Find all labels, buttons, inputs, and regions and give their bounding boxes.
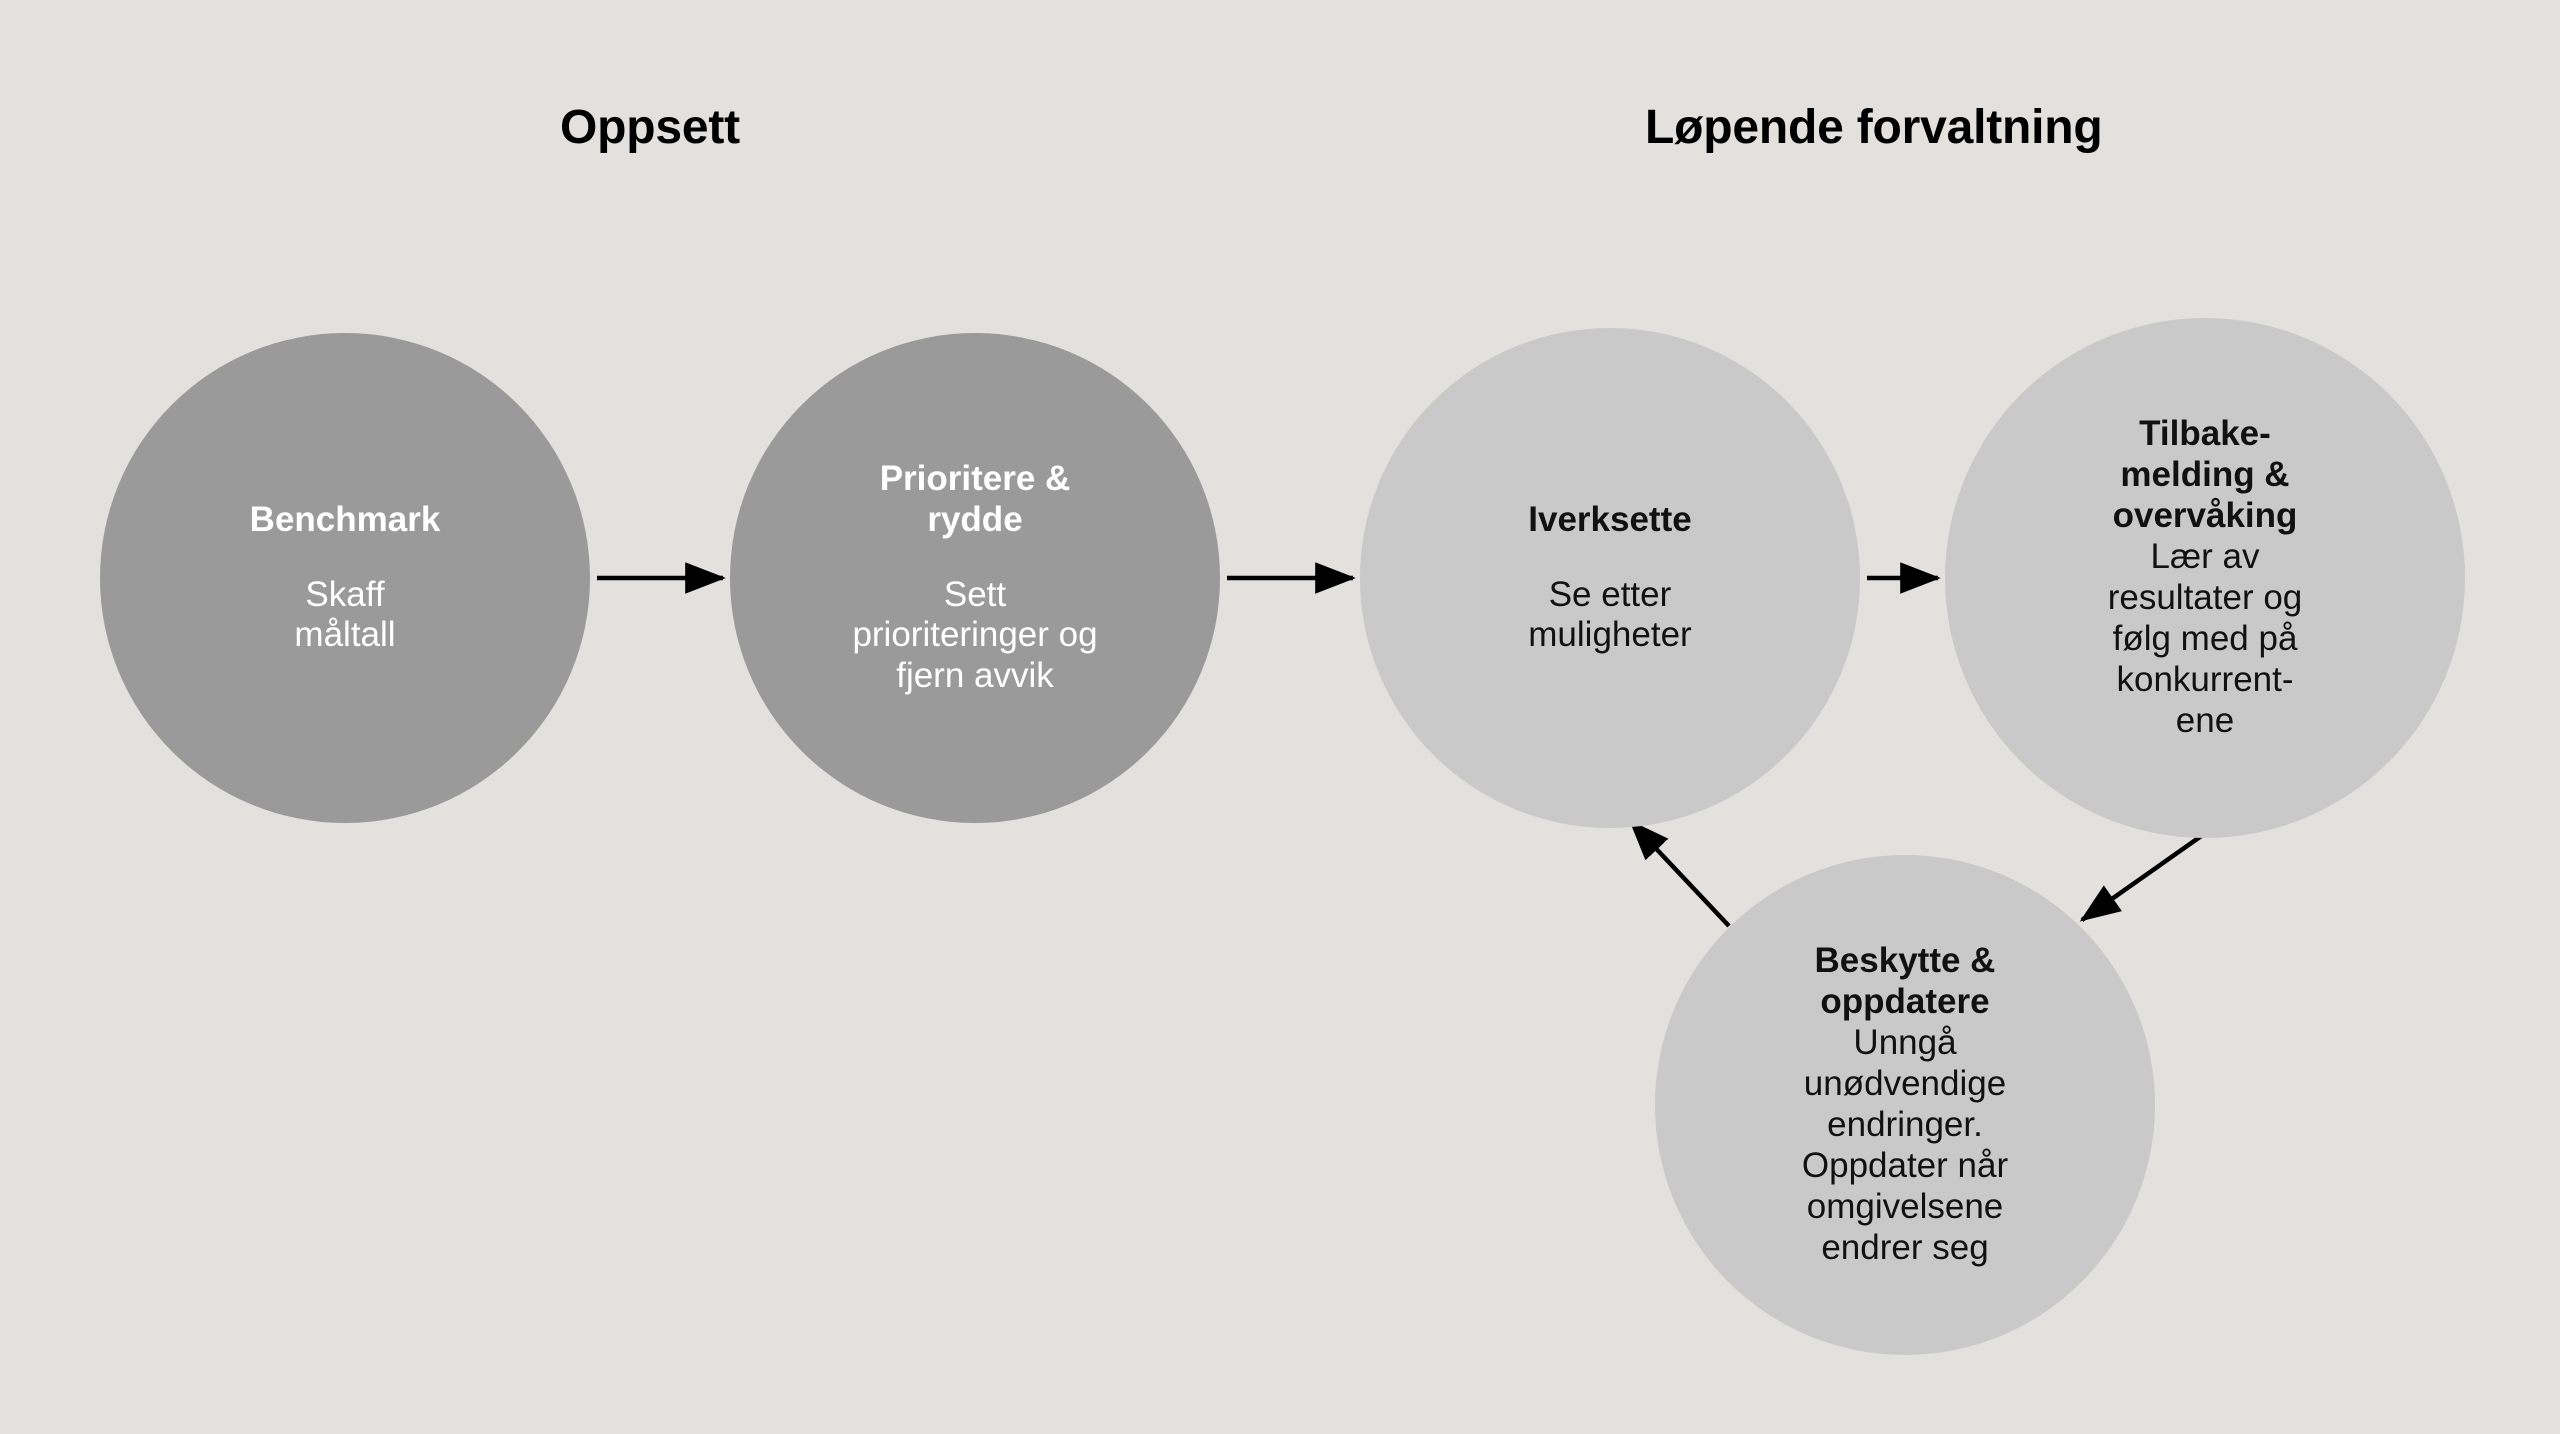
node-tilbakemelding[interactable]: Tilbake- melding & overvåking Lær av res… — [1945, 318, 2465, 838]
node-benchmark-description: Skaff måltall — [294, 574, 396, 655]
node-prioritere-title: Prioritere & rydde — [879, 458, 1071, 539]
phase-title-setup: Oppsett — [560, 101, 740, 154]
node-beskytte-title: Beskytte & oppdatere — [1814, 941, 1996, 1022]
node-tilbakemelding-description: Lær av resultater og følg med på konkurr… — [2107, 537, 2303, 740]
node-tilbakemelding-title: Tilbake- melding & overvåking — [2112, 414, 2298, 536]
node-beskytte[interactable]: Beskytte & oppdatere Unngå unødvendige e… — [1655, 855, 2155, 1355]
node-iverksette[interactable]: Iverksette Se etter muligheter — [1360, 328, 1860, 828]
node-prioritere[interactable]: Prioritere & rydde Sett prioriteringer o… — [730, 333, 1220, 823]
node-benchmark[interactable]: Benchmark Skaff måltall — [100, 333, 590, 823]
node-benchmark-title: Benchmark — [249, 499, 441, 539]
node-beskytte-description: Unngå unødvendige endringer. Oppdater nå… — [1801, 1023, 2009, 1267]
phase-title-ongoing: Løpende forvaltning — [1645, 101, 2103, 154]
arrow-beskytte-to-iverksette — [1629, 820, 1731, 928]
node-iverksette-title: Iverksette — [1528, 499, 1692, 539]
node-prioritere-description: Sett prioriteringer og fjern avvik — [852, 574, 1098, 696]
node-iverksette-description: Se etter muligheter — [1528, 574, 1692, 655]
